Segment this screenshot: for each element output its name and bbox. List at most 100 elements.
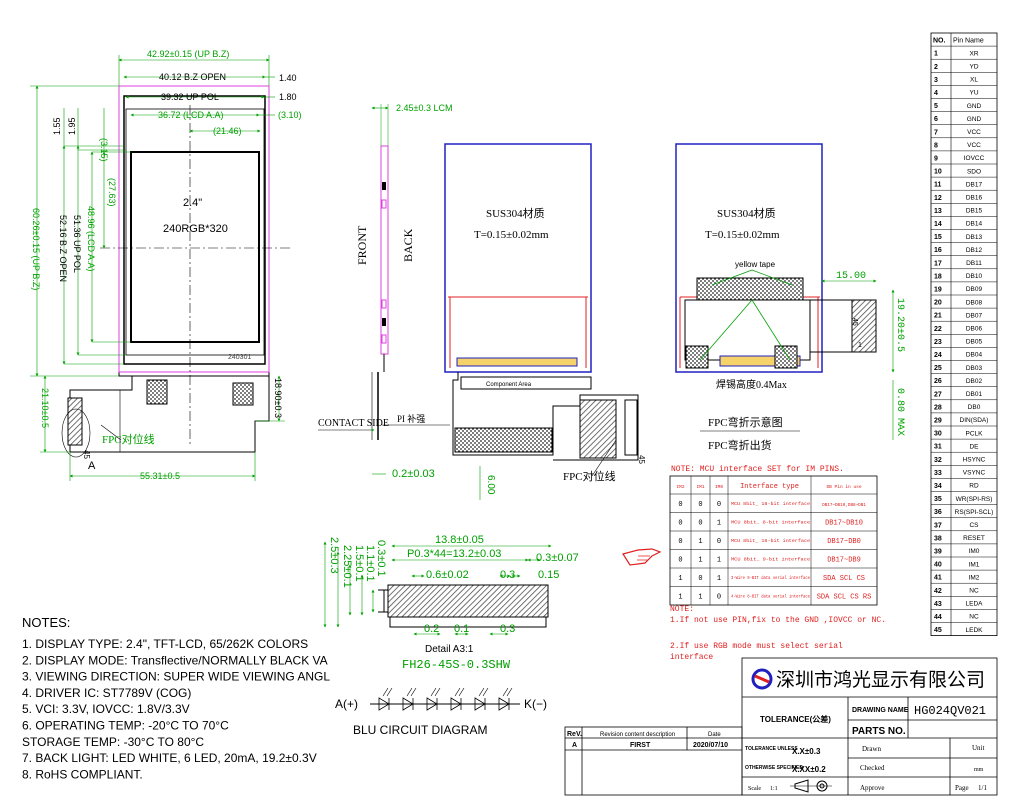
side-mark-4 [382,318,386,326]
pin-name: DB02 [966,378,983,385]
pin-name: WR(SPI-RS) [956,496,993,503]
pin-number: 6 [934,116,938,123]
dim-0-15: 0.15 [538,569,559,581]
pin-number: 23 [934,339,942,346]
parts-no-label: PARTS NO. [852,726,906,737]
projection-icon [790,779,832,793]
led-chain [378,687,513,711]
dim-1-1: 1.1±0.1 [364,545,376,582]
note-line: 5. VCI: 3.3V, IOVCC: 1.8V/3.3V [22,702,190,716]
pin-name: RS(SPI-SCL) [955,509,994,516]
fold-pin45: 45 [851,318,858,326]
mcu-im-cell: 0 [698,520,702,528]
notes-title: NOTES: [22,615,70,630]
pin-name: DB0 [968,404,981,411]
mcu-interface-table: NOTE: MCU interface SET for IM PINS. IM2… [622,465,886,662]
led-diode-icon [498,687,513,711]
led-diode-icon [426,687,441,711]
revision-desc-label: Revision content description [600,732,675,738]
title-block-texts: 深圳市鸿光显示有限公司 TOLERANCE(公差) DRAWING NAME H… [567,668,987,793]
pin-name: DIN(SDA) [960,417,989,424]
tol-xx: X.XX±0.2 [792,765,826,774]
otherwise: OTHERWISE SPECIFIED [745,765,803,771]
side-mark-1 [382,182,386,190]
pin-name: DB11 [966,260,982,267]
dim-1-55: 1.55 [52,117,62,135]
fpc-align-label: FPC对位线 [102,432,155,446]
pin-number: 44 [934,614,942,621]
pin-name: DB16 [966,195,983,202]
mcu-im-cell: 0 [698,501,702,509]
dim-0-6: 0.6±0.02 [426,569,469,581]
dim-height-outline: 60.26±0.15 (UP B.Z) [31,208,41,290]
mcu-im-cell: 0 [678,557,682,565]
pin-number: 31 [934,444,942,451]
pi-label: PI 补强 [397,413,425,424]
pin-name: DB04 [966,352,983,359]
pin-header-no: NO. [933,38,946,45]
size-text: 2.4" [183,197,202,209]
mcu-dbpin-cell: DB17~DB10,DB8~DB1 [822,503,866,508]
mcu-im-cell: 0 [678,520,682,528]
fpc-label-leader [100,424,122,441]
pin-number: 29 [934,418,942,425]
pin-name: DB10 [966,273,983,280]
fpc-contacts [67,397,83,446]
pin-name: DB08 [966,299,983,306]
pin-number: 25 [934,365,942,372]
pin-number: 36 [934,509,942,516]
pin-header-name: Pin Name [953,38,984,45]
pin-name: HSYNC [963,457,986,464]
pin-number: 43 [934,601,942,608]
pin-name: DB09 [966,286,983,293]
mcu-dbpin-cell: DB17~DB10 [825,520,863,528]
note-line: 2. DISPLAY MODE: Transflective/NORMALLY … [22,653,328,667]
title-block [564,657,998,796]
back-fpc-contacts [624,399,638,456]
blu-title: BLU CIRCUIT DIAGRAM [353,723,487,737]
mcu-interface-cell: MCU 8bit_ 16-bit interface [731,539,810,544]
approve-label: Approve [860,784,885,792]
led-diode-icon [474,687,489,711]
back-outline [444,143,592,373]
first-label: FIRST [630,742,651,749]
pin-name: CS [969,522,979,529]
side-mark-5 [381,334,387,344]
unit-value: mm [974,767,984,773]
connector-dim-texts: 13.8±0.05 P0.3*44=13.2±0.03 0.3±0.07 0.6… [328,534,579,635]
pin-number: 20 [934,300,942,307]
yellow-tape-label: yellow tape [735,260,776,269]
dim-48-96: 48.96 (LCD A.A) [86,206,96,272]
page-label: Page [955,784,969,792]
pin-number: 9 [934,156,938,163]
detail-label: Detail A3:1 [425,644,474,655]
led-diode-icon [378,687,393,711]
dim-top-outline: 42.92±0.15 (UP B.Z) [147,49,229,59]
pin-name: YD [969,64,978,71]
dim-15: 15.00 [836,271,866,282]
dim-55-31: 55.31±0.5 [140,471,180,481]
led-diode-icon [450,687,465,711]
pin-name: RD [969,483,979,490]
connector-dims [323,541,552,636]
pin-name: YU [969,90,978,97]
mcu-im-cell: 0 [717,501,721,509]
mcu-header-cell: IM2 [676,484,684,490]
mcu-im-cell: 0 [698,575,702,583]
mcu-header-cell: Interface type [740,483,799,491]
pin-number: 19 [934,287,942,294]
fpc-component-2 [232,382,254,406]
mcu-im-cell: 1 [698,594,702,602]
pin-number: 11 [934,182,942,189]
dim-thickness: 2.45±0.3 LCM [396,103,452,113]
back-connector-strip [456,357,578,367]
tolerance-header: TOLERANCE(公差) [760,714,831,724]
label-a: A [88,460,96,472]
front-view: 2.4" 240RGB*320 240301 45 FPC对位线 A [30,49,302,481]
back-fpc-leader [591,439,617,477]
pin-name: SDO [967,168,981,175]
fold-component-1 [685,345,709,369]
dim-up-pol: 39.32 UP POL [161,92,219,102]
dim-3-15: (3.15) [99,138,109,162]
